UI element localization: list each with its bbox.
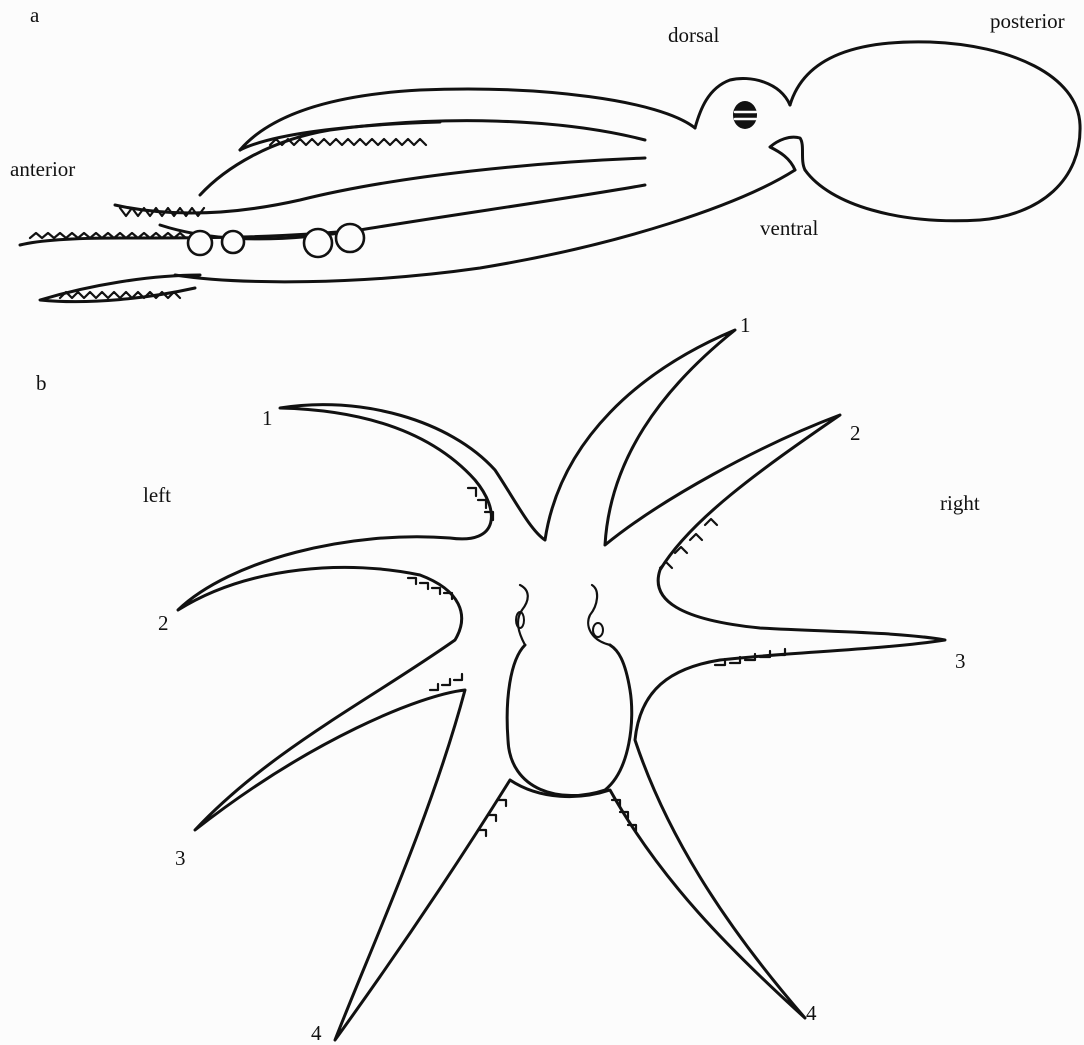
body-arms-outline xyxy=(178,330,945,1040)
ventral-body-outline xyxy=(175,170,795,282)
arm-number-left-1: 1 xyxy=(262,406,273,430)
panel-label-a: a xyxy=(30,3,40,27)
panel-b-oral-view: b left right 1 2 3 4 1 2 3 4 xyxy=(36,313,980,1045)
label-right: right xyxy=(940,491,980,515)
eye-icon xyxy=(733,101,757,129)
sucker-2 xyxy=(222,231,244,253)
arm-number-left-3: 3 xyxy=(175,846,186,870)
sucker-1 xyxy=(188,231,212,255)
funnel-outline xyxy=(770,137,805,170)
arm-number-right-4: 4 xyxy=(806,1001,817,1025)
arm-number-left-4: 4 xyxy=(311,1021,322,1045)
label-left: left xyxy=(143,483,171,507)
arm-number-left-2: 2 xyxy=(158,611,169,635)
arm-number-right-2: 2 xyxy=(850,421,861,445)
right-eye-icon xyxy=(593,623,603,637)
middle-arm-outline xyxy=(115,158,645,213)
arm-number-right-3: 3 xyxy=(955,649,966,673)
arm-number-right-1: 1 xyxy=(740,313,751,337)
upper-arm-outline xyxy=(200,121,645,195)
mantle-outline xyxy=(790,42,1080,221)
sucker-3 xyxy=(304,229,332,257)
label-anterior: anterior xyxy=(10,157,75,181)
mouth-outline xyxy=(507,645,632,796)
panel-a-lateral-view: a dorsal posterior anterior ventral xyxy=(10,3,1080,302)
label-ventral: ventral xyxy=(760,216,818,240)
sucker-4 xyxy=(336,224,364,252)
label-posterior: posterior xyxy=(990,9,1065,33)
panel-label-b: b xyxy=(36,371,47,395)
label-dorsal: dorsal xyxy=(668,23,719,47)
